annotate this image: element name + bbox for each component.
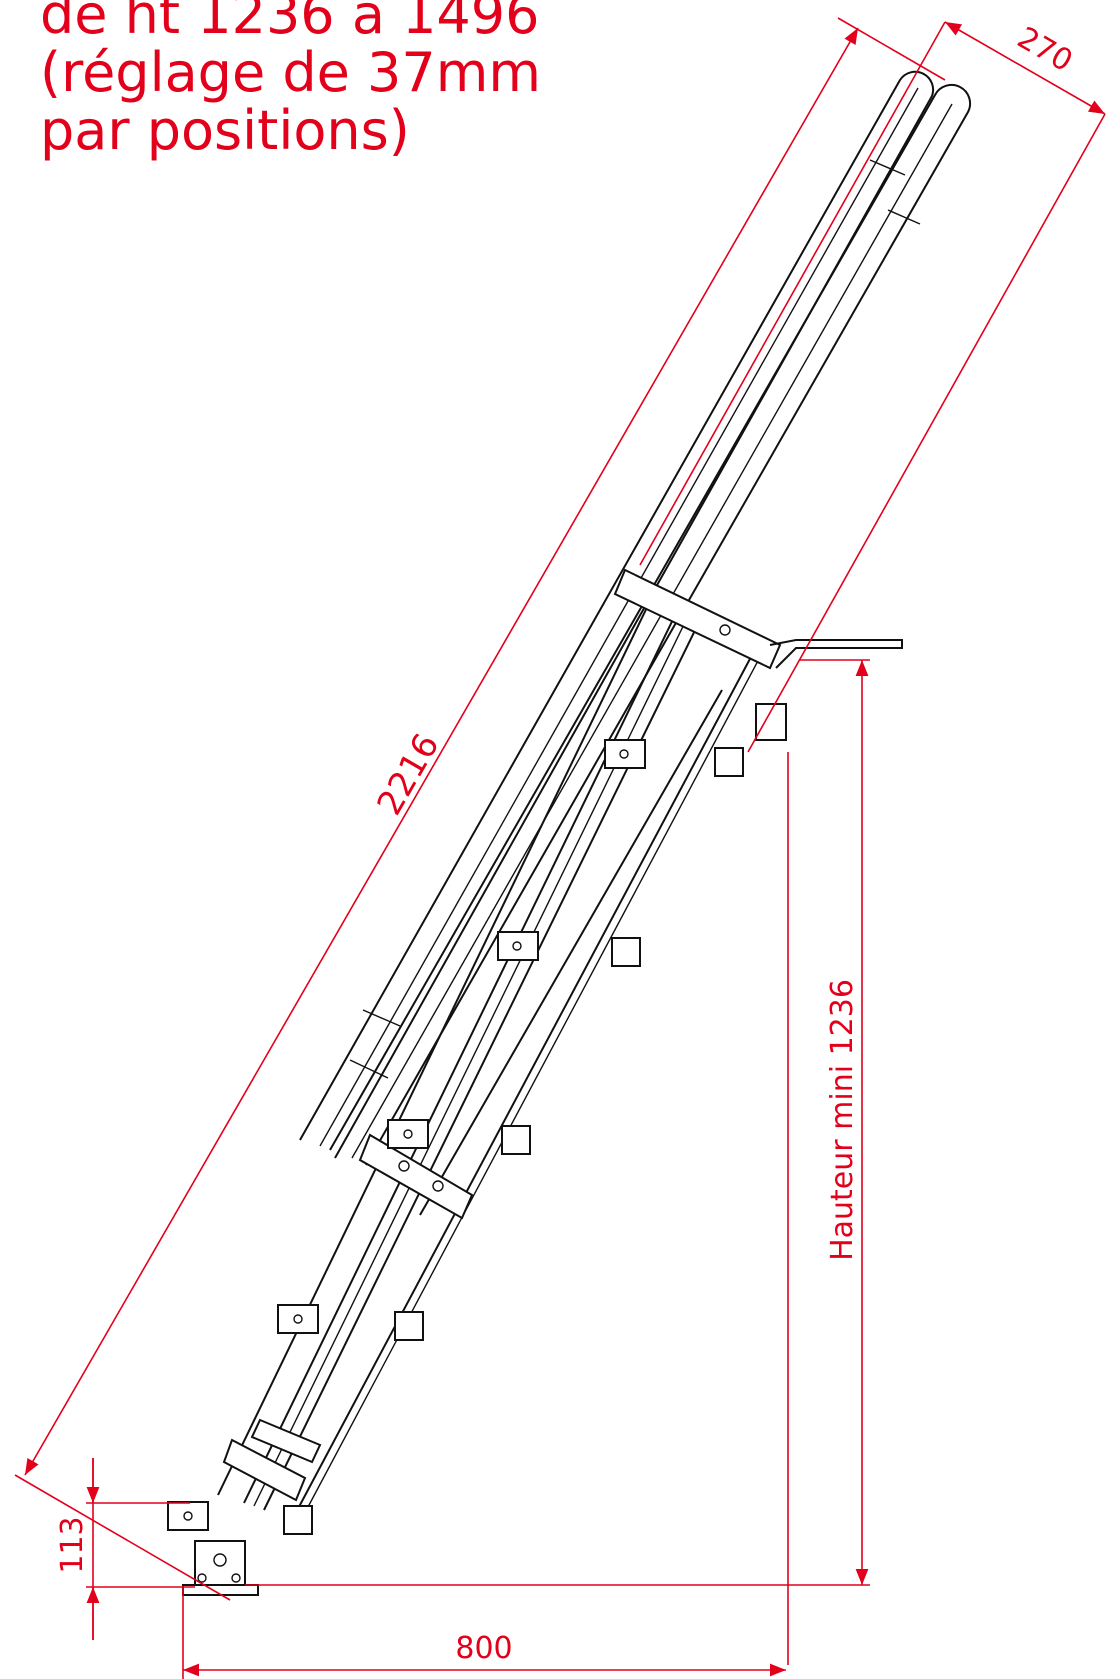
step-1-end [714, 747, 744, 777]
dim-length-label: 2216 [370, 727, 448, 822]
dim-length-line [24, 27, 859, 1476]
step-2 [497, 931, 539, 961]
dim-height-label: Hauteur mini 1236 [825, 979, 860, 1261]
step-1 [604, 739, 646, 769]
hook-bar [769, 639, 903, 669]
step-3 [387, 1119, 429, 1149]
ladder-foot [182, 1540, 259, 1596]
step-5-end [283, 1505, 313, 1535]
dimension-lines: 2216 270 Hauteur mini 1236 113 800 [14, 17, 1106, 1679]
ladder-assembly [167, 70, 972, 1596]
dim-width-label: 270 [1011, 20, 1078, 79]
dim-width-line [944, 21, 1106, 115]
ladder-stringers [217, 594, 769, 1523]
dim-base-label: 113 [55, 1516, 90, 1573]
step-2-end [611, 937, 641, 967]
dim-horizontal-label: 800 [455, 1631, 512, 1666]
ladder-steps [167, 739, 744, 1535]
step-5 [167, 1501, 209, 1531]
clamp-brackets [222, 568, 782, 1502]
step-4-end [394, 1311, 424, 1341]
step-3-end [501, 1125, 531, 1155]
step-4 [277, 1304, 319, 1334]
handrail-tubes [299, 70, 972, 1166]
